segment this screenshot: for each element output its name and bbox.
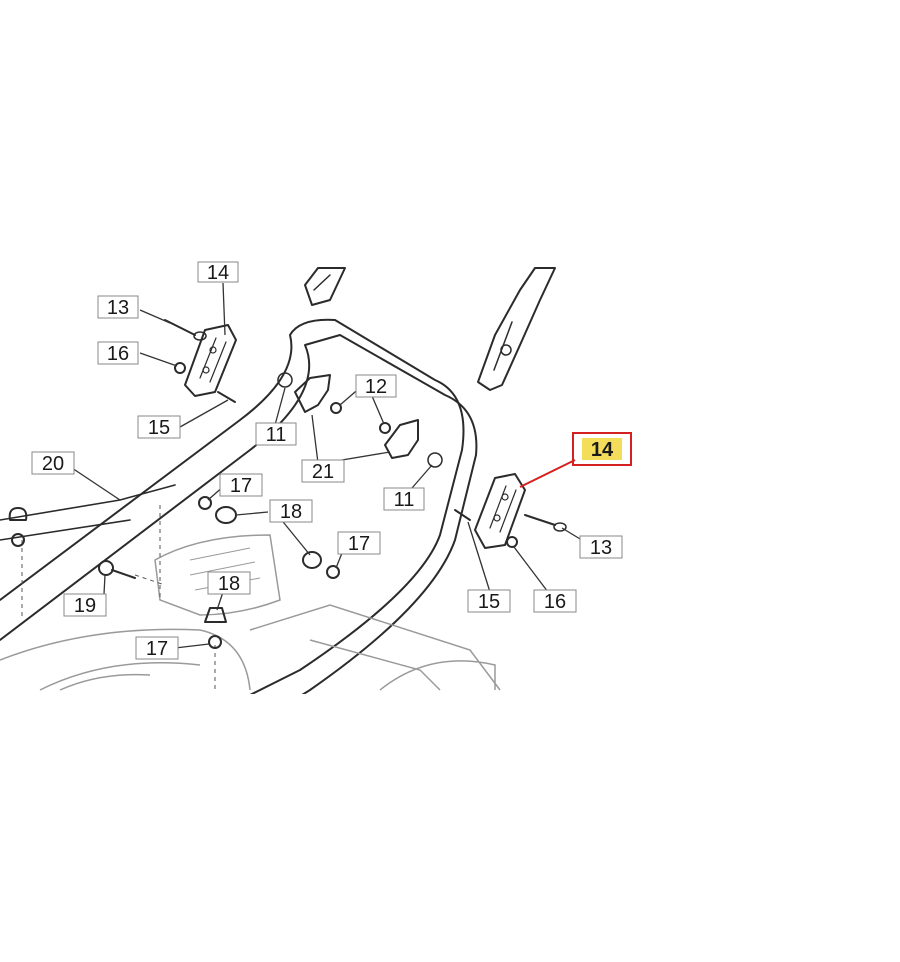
callout-19-label: 19 [74,595,96,617]
callout-15-left[interactable]: 15 [137,415,181,439]
callout-16-left[interactable]: 16 [97,341,139,365]
callout-11-right[interactable]: 11 [383,487,425,511]
callout-13-right-label: 13 [590,537,612,559]
callout-20-label: 20 [42,453,64,475]
callout-18-low[interactable]: 18 [207,571,251,595]
callout-20[interactable]: 20 [31,451,75,475]
nut-left [174,362,186,374]
nut-right [506,536,518,548]
bolt-left [164,319,207,341]
lower-blank-area [0,694,900,962]
callout-11-left[interactable]: 11 [255,422,297,446]
knob-left [277,372,331,413]
screw-left [217,391,236,403]
callout-11-right-label: 11 [394,489,415,511]
callout-16-right[interactable]: 16 [533,589,577,613]
callout-15-right-label: 15 [478,591,500,613]
upper-handle-right [477,267,556,391]
bolt-19 [98,560,136,579]
callout-17-low-label: 17 [146,638,168,660]
callout-13-left-label: 13 [107,297,129,319]
nuts-12 [330,402,391,434]
callout-19[interactable]: 19 [63,593,107,617]
knob-right [384,419,443,468]
callout-14-left[interactable]: 14 [197,261,239,284]
upper-handle-left [304,267,346,306]
callout-14-left-label: 14 [207,262,229,284]
callout-11-left-label: 11 [266,424,287,446]
callout-17-top-label: 17 [230,475,252,497]
bracket-right [474,473,526,549]
callout-18-top[interactable]: 18 [269,499,313,523]
callout-17-mid[interactable]: 17 [337,531,381,555]
screw-right [454,509,471,521]
callout-13-left[interactable]: 13 [97,295,139,319]
bracket-left [184,324,237,397]
callout-15-left-label: 15 [148,417,170,439]
callout-12-label: 12 [365,376,387,398]
callout-21-label: 21 [312,461,334,483]
leader-lines [71,282,591,649]
callout-16-right-label: 16 [544,591,566,613]
callout-15-right[interactable]: 15 [467,589,511,613]
callout-18-low-label: 18 [218,573,240,595]
callout-17-top[interactable]: 17 [219,473,263,497]
callout-12[interactable]: 12 [355,374,397,398]
callout-17-low[interactable]: 17 [135,636,179,660]
callout-21[interactable]: 21 [301,459,345,483]
bolt-right [524,514,567,532]
callout-13-right[interactable]: 13 [579,535,623,559]
callout-17-mid-label: 17 [348,533,370,555]
assembly-guides [21,505,216,690]
callout-14-highlighted[interactable]: 14 [572,432,632,466]
callout-16-left-label: 16 [107,343,129,365]
highlight-leader-line [519,459,576,488]
callout-18-top-label: 18 [280,501,302,523]
callout-14-highlighted-label: 14 [591,439,614,461]
